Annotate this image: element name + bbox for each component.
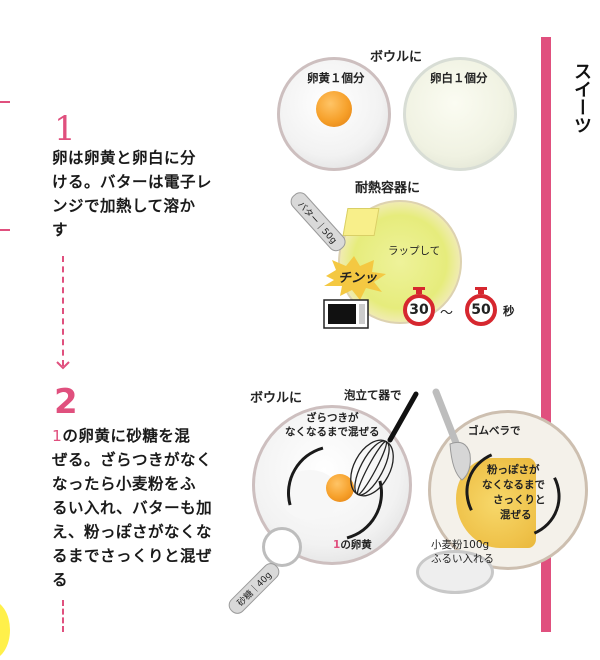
step-1-line: 卵は卵黄と卵白に分 (52, 149, 197, 167)
spatula-label: ゴムベラで (468, 425, 521, 437)
step-1-number: 1 (54, 109, 76, 149)
butter-measuring-spoon: バター｜50g (287, 188, 349, 255)
burst-icon (324, 256, 386, 300)
section-accent-bar (541, 37, 551, 632)
bowl-heading-2: ボウルに (250, 391, 303, 406)
container-heading: 耐熱容器に (355, 181, 421, 196)
mix-instruction: ざらつきが (306, 412, 359, 424)
step-connector-dashed-line (62, 256, 64, 366)
decorative-circle (0, 600, 10, 660)
egg-yolk (326, 474, 354, 502)
step-2-line: ぜる。ざらつきがなく (52, 451, 213, 469)
egg-white-bowl (403, 57, 517, 171)
sugar-spoon-head (262, 527, 302, 567)
flour-label: 小麦粉100g (431, 539, 490, 551)
step-1-line: ンジで加熱して溶か (52, 197, 196, 215)
timer-icon: 50 (465, 287, 497, 326)
step-connector-dashed-line (62, 600, 64, 632)
section-title: スイーツ (571, 62, 592, 134)
timer-unit: 秒 (503, 304, 515, 318)
bowl-heading: ボウルに (370, 50, 423, 65)
step-2-text: 1の卵黄に砂糖を混 ぜる。ざらつきがなく なったら小麦粉をふ るい入れ、バターも… (52, 424, 230, 592)
step-2-line: るい入れ、バターも加 (52, 499, 213, 517)
flour-sifter (416, 550, 494, 594)
batter (456, 458, 536, 548)
fold-instruction: なくなるまで (482, 479, 545, 491)
step-2-line: え、粉っぽさがなくな (52, 523, 213, 541)
yolk-bowl-label: 卵黄１個分 (307, 71, 365, 85)
sugar-measuring-spoon: 砂糖｜40g (225, 559, 283, 618)
step-2-line: 1の卵黄に砂糖を混 (52, 427, 191, 445)
timer-separator: 〜 (440, 306, 454, 321)
step-1-line: ける。バターは電子レ (52, 173, 213, 191)
fold-instruction: 混ぜる (500, 509, 532, 521)
step-ref: 1 (52, 427, 63, 445)
butter-block (342, 208, 380, 236)
fold-instruction: 粉っぽさが (487, 464, 540, 476)
step-1-text: 卵は卵黄と卵白に分 ける。バターは電子レ ンジで加熱して溶か す (52, 146, 230, 242)
step-2-line: る (52, 571, 69, 589)
chevron-down-icon (56, 361, 70, 370)
flour-label: ふるい入れる (431, 553, 494, 565)
fold-instruction: さっくりと (493, 494, 546, 506)
whisk-label: 泡立て器で (344, 388, 402, 402)
egg-yolk (316, 91, 352, 127)
sound-effect: チンッ (338, 271, 378, 286)
yolk-ref: 1の卵黄 (333, 539, 372, 551)
mix-instruction: なくなるまで混ぜる (285, 426, 380, 438)
whisk-icon (350, 391, 419, 497)
timer-icon: 30 (403, 287, 435, 326)
step-2-number: 2 (54, 382, 78, 422)
step-2-line: るまでさっくりと混ぜ (52, 547, 213, 565)
spatula-icon (432, 388, 471, 481)
egg-white-bowl-label: 卵白１個分 (430, 71, 488, 85)
step-2-line: なったら小麦粉をふ (52, 475, 197, 493)
margin-tick (0, 229, 10, 231)
microwave-icon (323, 299, 369, 329)
step-1-line: す (52, 221, 69, 239)
margin-tick (0, 101, 10, 103)
wrap-label: ラップして (388, 245, 441, 257)
